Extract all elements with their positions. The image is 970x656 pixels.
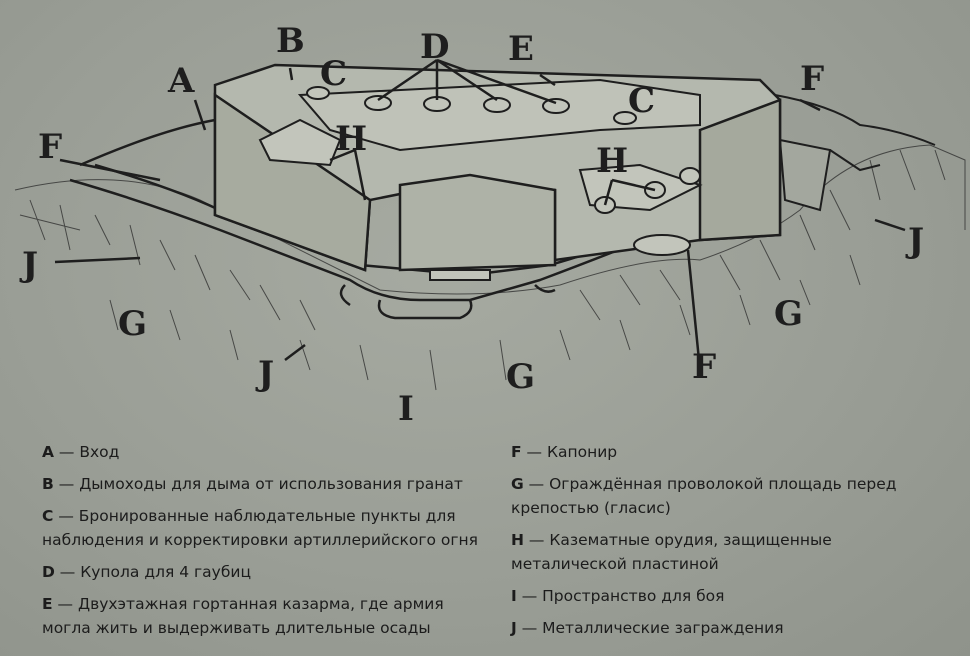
legend-item-g: G — Ограждённая проволокой площадь перед… — [511, 475, 897, 517]
label-a: A — [167, 61, 195, 101]
letter-labels: A B C D E C F F H H J J J G G G F I — [19, 21, 924, 429]
leader-lines — [54, 58, 906, 371]
label-h1: H — [335, 119, 367, 159]
label-b: B — [276, 21, 305, 61]
label-j3: J — [255, 354, 274, 394]
label-g2: G — [774, 294, 803, 334]
legend-right: F — Капонир G — Ограждённая проволокой п… — [511, 440, 951, 648]
legend-item-h: H — Казематные орудия, защищенные метали… — [511, 531, 832, 573]
right-slope — [774, 94, 936, 212]
label-i: I — [398, 389, 414, 429]
roof-details — [258, 78, 703, 281]
label-c2: C — [628, 81, 655, 121]
legend-item-c: C — Бронированные наблюдательные пункты … — [42, 507, 478, 549]
label-j2: J — [905, 221, 924, 261]
legend-item-a: A — Вход — [42, 443, 120, 461]
label-f3: F — [692, 347, 716, 387]
label-d: D — [420, 27, 449, 67]
label-f2: F — [800, 59, 824, 99]
label-g3: G — [506, 357, 535, 397]
legend-item-b: B — Дымоходы для дыма от использования г… — [42, 475, 463, 493]
label-e: E — [508, 29, 534, 69]
label-g1: G — [118, 304, 147, 344]
legend-item-f: F — Капонир — [511, 443, 618, 461]
legend-left: A — Вход B — Дымоходы для дыма от исполь… — [42, 440, 492, 648]
label-c1: C — [320, 54, 347, 94]
fort-illustration: A B C D E C F F H H J J J G G G F I — [14, 21, 966, 429]
legend-item-i: I — Пространство для боя — [511, 587, 725, 605]
legend-item-d: D — Купола для 4 гаубиц — [42, 563, 252, 581]
label-f1: F — [38, 127, 62, 167]
legend-item-e: E — Двухэтажная гортанная казарма, где а… — [42, 595, 444, 637]
label-j1: J — [19, 245, 38, 285]
legend-item-j: J — Металлические заграждения — [511, 619, 784, 637]
label-h2: H — [596, 141, 628, 181]
